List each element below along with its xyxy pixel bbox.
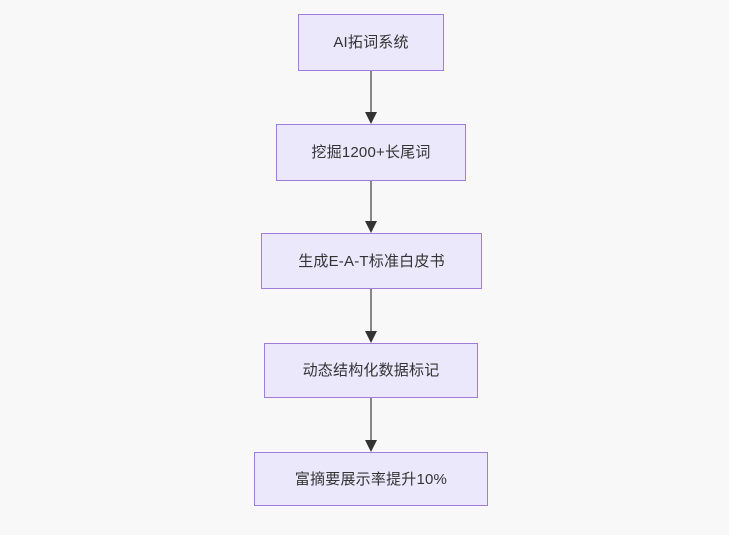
node-label: 挖掘1200+长尾词 [311, 144, 431, 161]
arrow-head-icon [365, 221, 377, 233]
arrow-head-icon [365, 440, 377, 452]
flowchart-node-n4[interactable]: 动态结构化数据标记 [264, 343, 478, 398]
edge-n1-n2 [365, 71, 377, 124]
flowchart-node-n5[interactable]: 富摘要展示率提升10% [254, 452, 488, 506]
flowchart-node-n3[interactable]: 生成E-A-T标准白皮书 [261, 233, 482, 289]
node-label: 富摘要展示率提升10% [294, 470, 448, 488]
edge-n3-n4 [365, 289, 377, 343]
node-label: 生成E-A-T标准白皮书 [298, 252, 445, 270]
edge-n2-n3 [365, 181, 377, 233]
flowchart-node-n1[interactable]: AI拓词系统 [298, 14, 444, 71]
edge-n4-n5 [365, 398, 377, 452]
arrow-head-icon [365, 331, 377, 343]
node-label: 动态结构化数据标记 [302, 362, 440, 379]
node-label: AI拓词系统 [333, 34, 409, 51]
arrow-head-icon [365, 112, 377, 124]
flowchart-node-n2[interactable]: 挖掘1200+长尾词 [276, 124, 466, 181]
